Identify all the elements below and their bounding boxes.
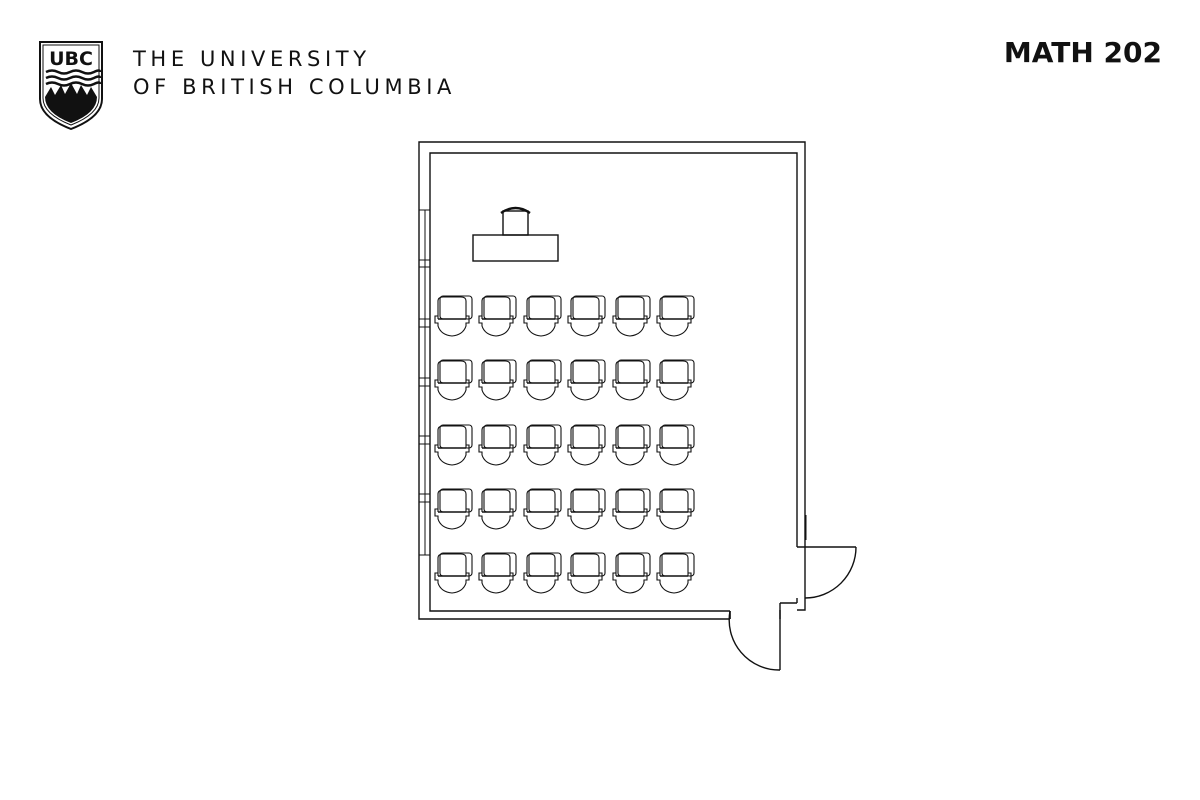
seat — [523, 424, 562, 466]
left-windows — [418, 209, 431, 556]
inner-wall — [429, 152, 798, 612]
seat — [612, 295, 651, 337]
seat — [478, 488, 517, 530]
seat — [656, 359, 695, 401]
seat — [434, 424, 473, 466]
right-door-swing — [804, 546, 857, 599]
seat — [612, 424, 651, 466]
seat — [567, 359, 606, 401]
room-code-title: MATH 202 — [1003, 36, 1162, 69]
seat — [478, 295, 517, 337]
svg-text:UBC: UBC — [49, 48, 93, 70]
seat — [656, 552, 695, 594]
seat — [656, 488, 695, 530]
seating-area — [434, 295, 695, 594]
seat — [612, 359, 651, 401]
seat — [523, 552, 562, 594]
seat — [567, 488, 606, 530]
seat — [478, 359, 517, 401]
seat — [567, 552, 606, 594]
seat — [523, 359, 562, 401]
seat — [567, 295, 606, 337]
ubc-logo-icon: UBC — [39, 41, 103, 130]
podium — [502, 210, 529, 236]
outer-wall — [418, 141, 806, 620]
institution-line-1: THE UNIVERSITY — [133, 47, 371, 71]
seat — [567, 424, 606, 466]
instructor-desk — [472, 234, 559, 262]
seat — [523, 488, 562, 530]
seat — [656, 424, 695, 466]
seat — [478, 424, 517, 466]
seat — [434, 488, 473, 530]
seat — [523, 295, 562, 337]
institution-line-2: OF BRITISH COLUMBIA — [133, 75, 456, 99]
seat — [656, 295, 695, 337]
seat — [478, 552, 517, 594]
seat — [612, 488, 651, 530]
bottom-door-swing — [728, 610, 781, 671]
seat — [434, 552, 473, 594]
seat — [612, 552, 651, 594]
institution-wordmark: THE UNIVERSITY OF BRITISH COLUMBIA — [133, 45, 456, 101]
seat — [434, 359, 473, 401]
seat — [434, 295, 473, 337]
